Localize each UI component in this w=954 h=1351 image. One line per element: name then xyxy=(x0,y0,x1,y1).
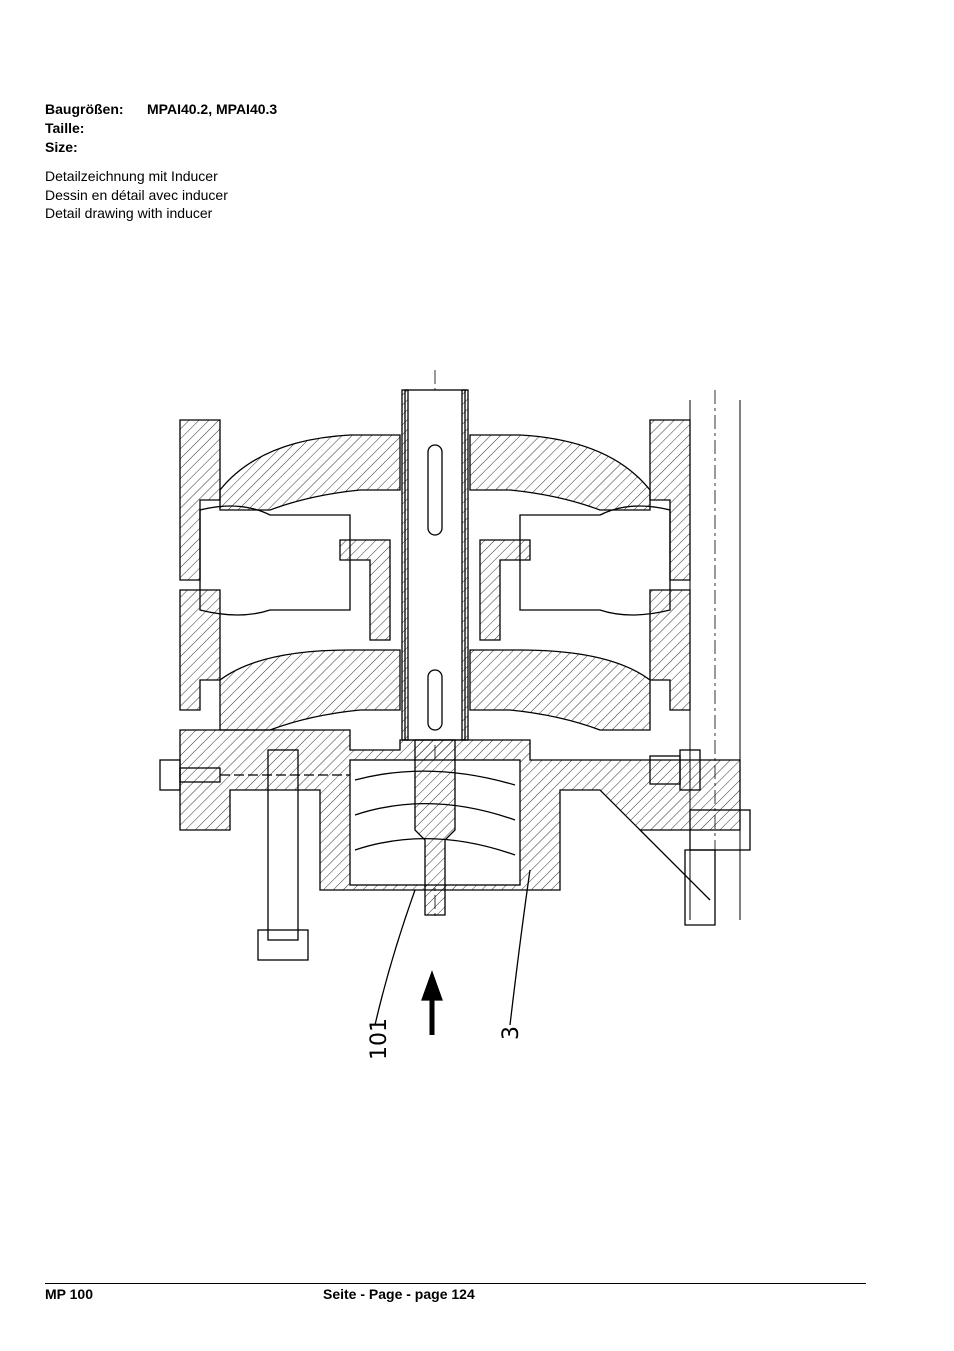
description-block: Detailzeichnung mit Inducer Dessin en dé… xyxy=(45,167,228,223)
size-row: Baugrößen: MPAI40.2, MPAI40.3 xyxy=(45,100,277,119)
header-block: Baugrößen: MPAI40.2, MPAI40.3 Taille: Siz… xyxy=(45,100,277,157)
size-label-de: Baugrößen: xyxy=(45,101,124,117)
footer-doc-id: MP 100 xyxy=(45,1286,93,1302)
callout-3: 3 xyxy=(499,1026,524,1040)
pump-section-drawing: 101 3 xyxy=(159,370,751,1060)
size-label-fr: Taille: xyxy=(45,120,85,136)
size-label-en: Size: xyxy=(45,139,78,155)
footer-page-number: Seite - Page - page 124 xyxy=(323,1286,475,1302)
size-value: MPAI40.2, MPAI40.3 xyxy=(147,101,278,117)
callout-101: 101 xyxy=(367,1018,392,1060)
footer-rule xyxy=(45,1283,866,1284)
description-de: Detailzeichnung mit Inducer xyxy=(45,168,218,184)
description-fr: Dessin en détail avec inducer xyxy=(45,186,228,203)
description-en: Detail drawing with inducer xyxy=(45,205,213,221)
